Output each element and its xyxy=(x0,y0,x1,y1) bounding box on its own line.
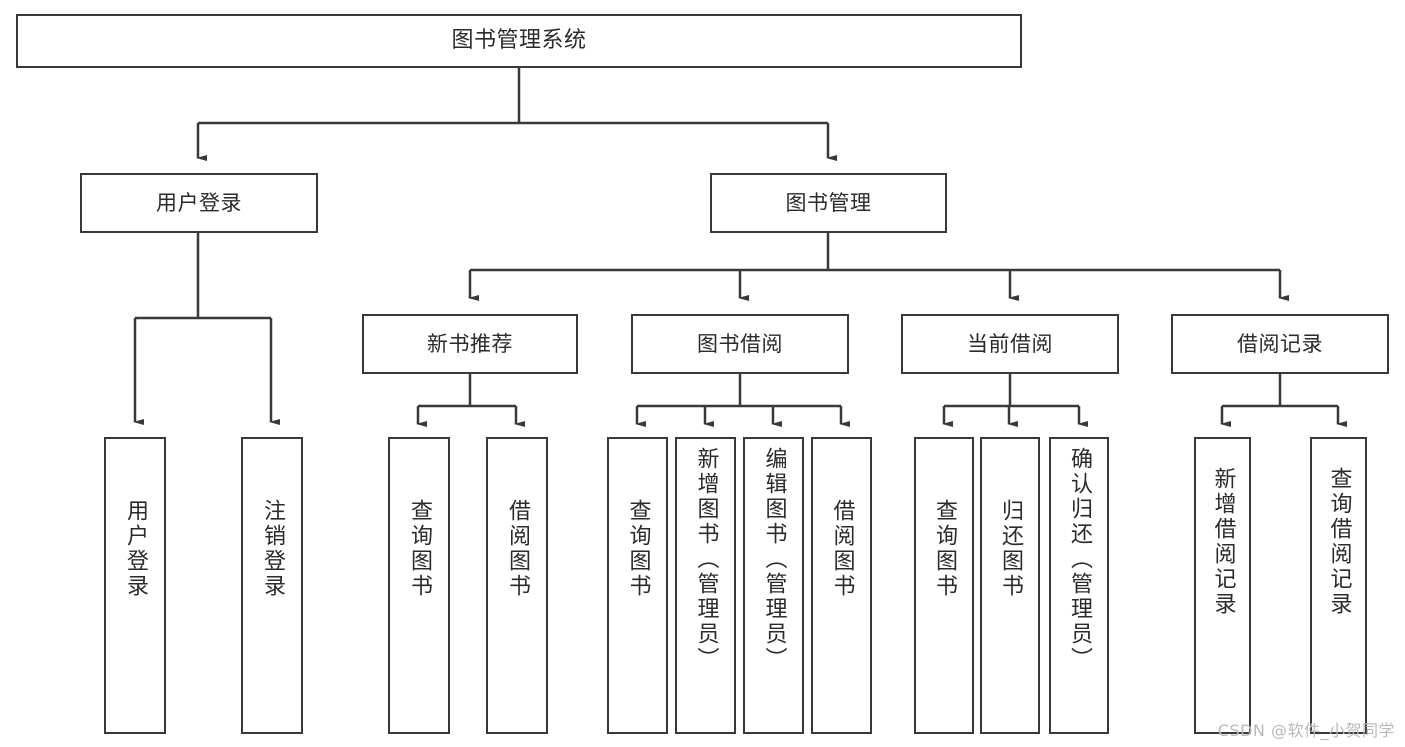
node-label: 新增图书（管理员） xyxy=(693,447,719,672)
watermark-text: CSDN @软件_小贺同学 xyxy=(1217,721,1395,740)
node-label: 用户登录 xyxy=(156,190,242,215)
node-label: 新书推荐 xyxy=(427,331,513,356)
leaf-edit-book[interactable]: 编辑图书（管理员） xyxy=(743,437,804,734)
node-label: 用户登录 xyxy=(123,499,148,599)
node-label: 借阅图书 xyxy=(829,499,855,599)
node-label: 编辑图书（管理员） xyxy=(761,447,787,672)
leaf-logout-login[interactable]: 注销登录 xyxy=(241,437,303,734)
leaf-confirm-return[interactable]: 确认归还（管理员） xyxy=(1049,437,1109,734)
node-label: 注销登录 xyxy=(260,499,285,599)
leaf-query-record[interactable]: 查询借阅记录 xyxy=(1310,437,1367,734)
node-book-borrow[interactable]: 图书借阅 xyxy=(631,314,849,374)
node-label: 归还图书 xyxy=(998,499,1023,599)
node-new-book-recommend[interactable]: 新书推荐 xyxy=(362,314,578,374)
node-user-login[interactable]: 用户登录 xyxy=(80,173,318,233)
node-label: 图书管理 xyxy=(785,190,872,215)
node-borrow-record[interactable]: 借阅记录 xyxy=(1171,314,1389,374)
node-label: 图书借阅 xyxy=(697,331,783,356)
node-label: 查询图书 xyxy=(407,499,432,599)
node-label: 查询借阅记录 xyxy=(1326,467,1352,617)
leaf-add-record[interactable]: 新增借阅记录 xyxy=(1194,437,1251,734)
leaf-user-login[interactable]: 用户登录 xyxy=(104,437,166,734)
leaf-borrow-book-1[interactable]: 借阅图书 xyxy=(486,437,548,734)
node-label: 查询图书 xyxy=(625,499,651,599)
leaf-return-book[interactable]: 归还图书 xyxy=(980,437,1040,734)
node-label: 图书管理系统 xyxy=(451,28,587,54)
node-label: 当前借阅 xyxy=(967,331,1053,356)
node-label: 借阅记录 xyxy=(1237,331,1323,356)
leaf-add-book[interactable]: 新增图书（管理员） xyxy=(675,437,736,734)
leaf-query-book-3[interactable]: 查询图书 xyxy=(914,437,974,734)
leaf-borrow-book-2[interactable]: 借阅图书 xyxy=(811,437,872,734)
node-root-system[interactable]: 图书管理系统 xyxy=(16,14,1022,68)
leaf-query-book-1[interactable]: 查询图书 xyxy=(388,437,450,734)
leaf-query-book-2[interactable]: 查询图书 xyxy=(607,437,668,734)
node-label: 借阅图书 xyxy=(505,499,530,599)
node-label: 新增借阅记录 xyxy=(1210,467,1236,617)
node-current-borrow[interactable]: 当前借阅 xyxy=(901,314,1119,374)
node-label: 确认归还（管理员） xyxy=(1067,447,1092,672)
node-book-management[interactable]: 图书管理 xyxy=(710,173,947,233)
node-label: 查询图书 xyxy=(932,499,957,599)
